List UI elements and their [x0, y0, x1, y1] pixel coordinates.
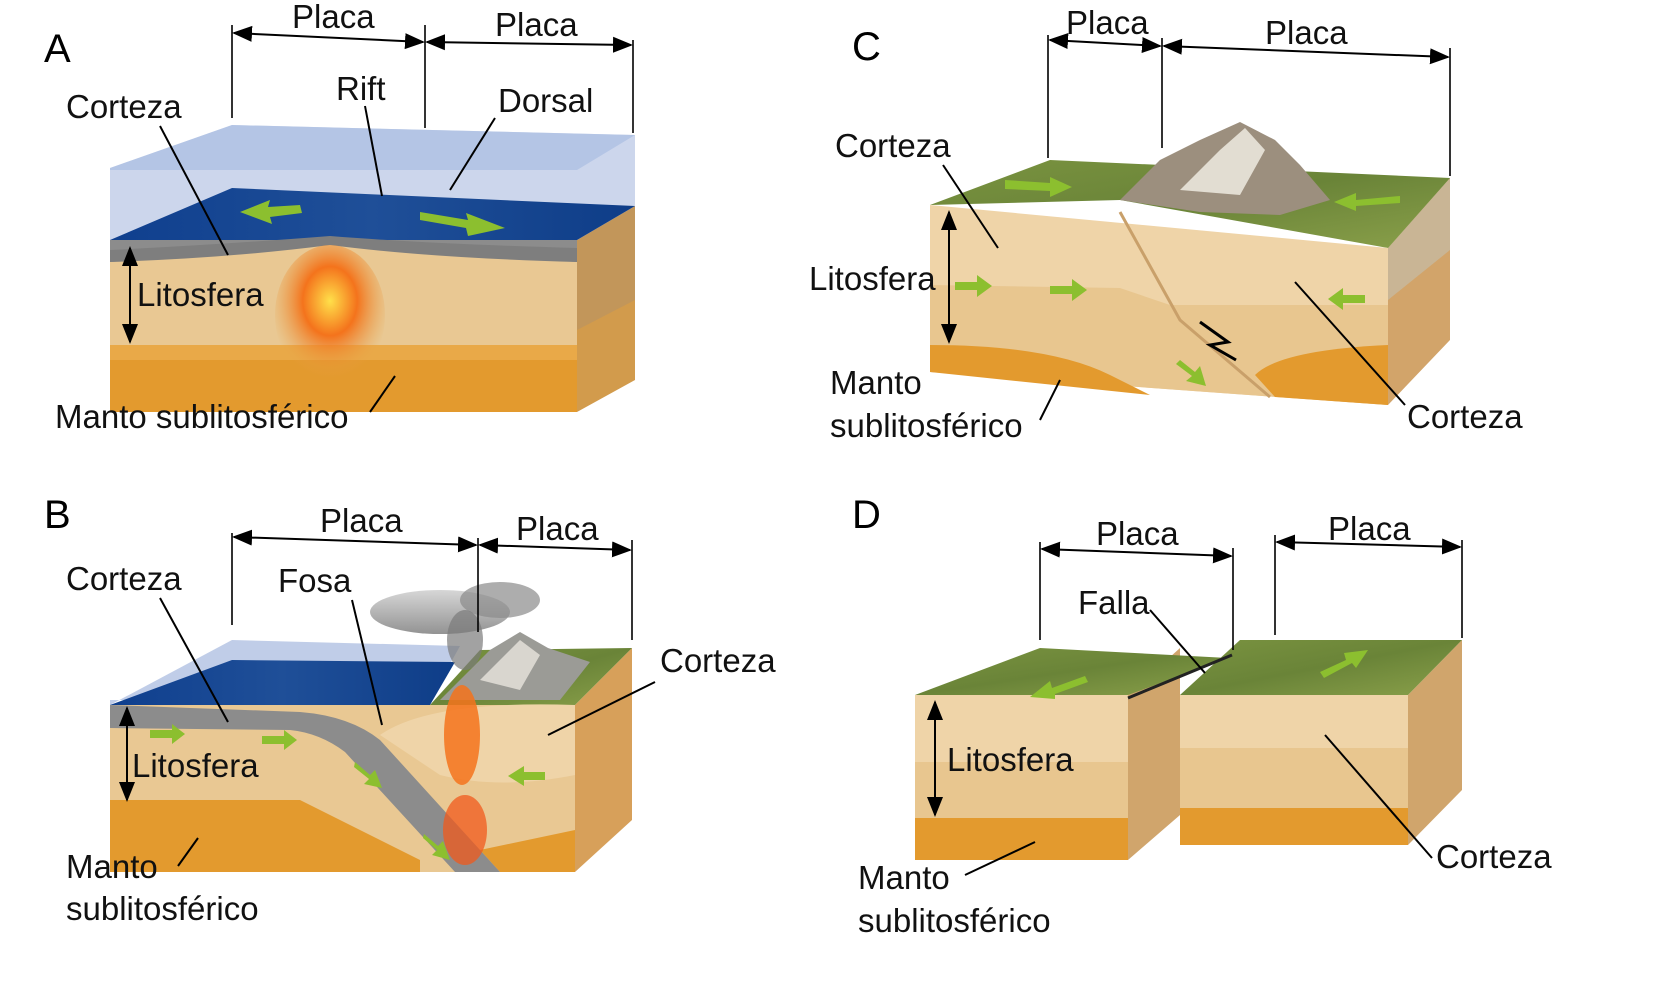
label-mantle-1-c: Manto: [830, 364, 922, 401]
panel-c-collision: C Placa Placa Corteza Litosf: [809, 4, 1523, 444]
panel-a-divergent: A Placa Placa Corteza Rift Dorsal: [44, 0, 635, 435]
panel-b-letter: B: [44, 493, 71, 537]
label-lithosphere: Litosfera: [137, 276, 264, 313]
label-crust-left-c: Corteza: [835, 127, 951, 164]
block-b-side: [575, 648, 632, 872]
mantle-layer-d-right: [1180, 808, 1408, 845]
block-d-right-side: [1408, 640, 1462, 845]
land-top-d-right: [1180, 640, 1462, 695]
arrow-left: [240, 200, 302, 224]
mantle-layer-d-left: [915, 818, 1128, 860]
label-mantle-2-b: sublitosférico: [66, 890, 259, 927]
label-crust-right-b: Corteza: [660, 642, 776, 679]
panel-d-transform: D Placa Placa Falla Litosfera Manto subl…: [852, 493, 1552, 939]
panel-b-subduction: B Placa: [44, 493, 776, 927]
magma-b: [444, 685, 480, 785]
label-mantle-1-b: Manto: [66, 848, 158, 885]
arrow-right: [420, 212, 505, 236]
label-mantle-1-d: Manto: [858, 859, 950, 896]
label-plate-right-d: Placa: [1328, 510, 1411, 547]
label-crust-right-c: Corteza: [1407, 398, 1523, 435]
label-plate-right-c: Placa: [1265, 14, 1348, 51]
fault-line: [1127, 653, 1233, 700]
block-d-left-side: [1128, 648, 1180, 860]
label-crust-d: Corteza: [1436, 838, 1552, 875]
panel-a-letter: A: [44, 27, 71, 71]
label-plate-left: Placa: [292, 0, 375, 35]
label-plate-right: Placa: [495, 6, 578, 43]
label-fault: Falla: [1078, 584, 1150, 621]
ocean-floor: [110, 188, 635, 240]
panel-d-letter: D: [852, 493, 881, 537]
label-lithosphere-b: Litosfera: [132, 747, 259, 784]
label-lithosphere-c: Litosfera: [809, 260, 936, 297]
label-crust-left-b: Corteza: [66, 560, 182, 597]
label-mantle-2-d: sublitosférico: [858, 902, 1051, 939]
label-plate-right-b: Placa: [516, 510, 599, 547]
magma-plume: [275, 245, 385, 385]
label-mantle: Manto sublitosférico: [55, 398, 348, 435]
label-trench: Fosa: [278, 562, 352, 599]
label-lithosphere-d: Litosfera: [947, 741, 1074, 778]
label-mantle-2-c: sublitosférico: [830, 407, 1023, 444]
panel-c-letter: C: [852, 25, 881, 69]
mantle-layer-c: [930, 345, 1150, 395]
label-plate-left-b: Placa: [320, 502, 403, 539]
label-rift: Rift: [336, 70, 386, 107]
label-crust: Corteza: [66, 88, 182, 125]
label-plate-left-d: Placa: [1096, 515, 1179, 552]
label-plate-left-c: Placa: [1066, 4, 1149, 41]
label-ridge: Dorsal: [498, 82, 593, 119]
land-top-d-left: [915, 648, 1228, 695]
